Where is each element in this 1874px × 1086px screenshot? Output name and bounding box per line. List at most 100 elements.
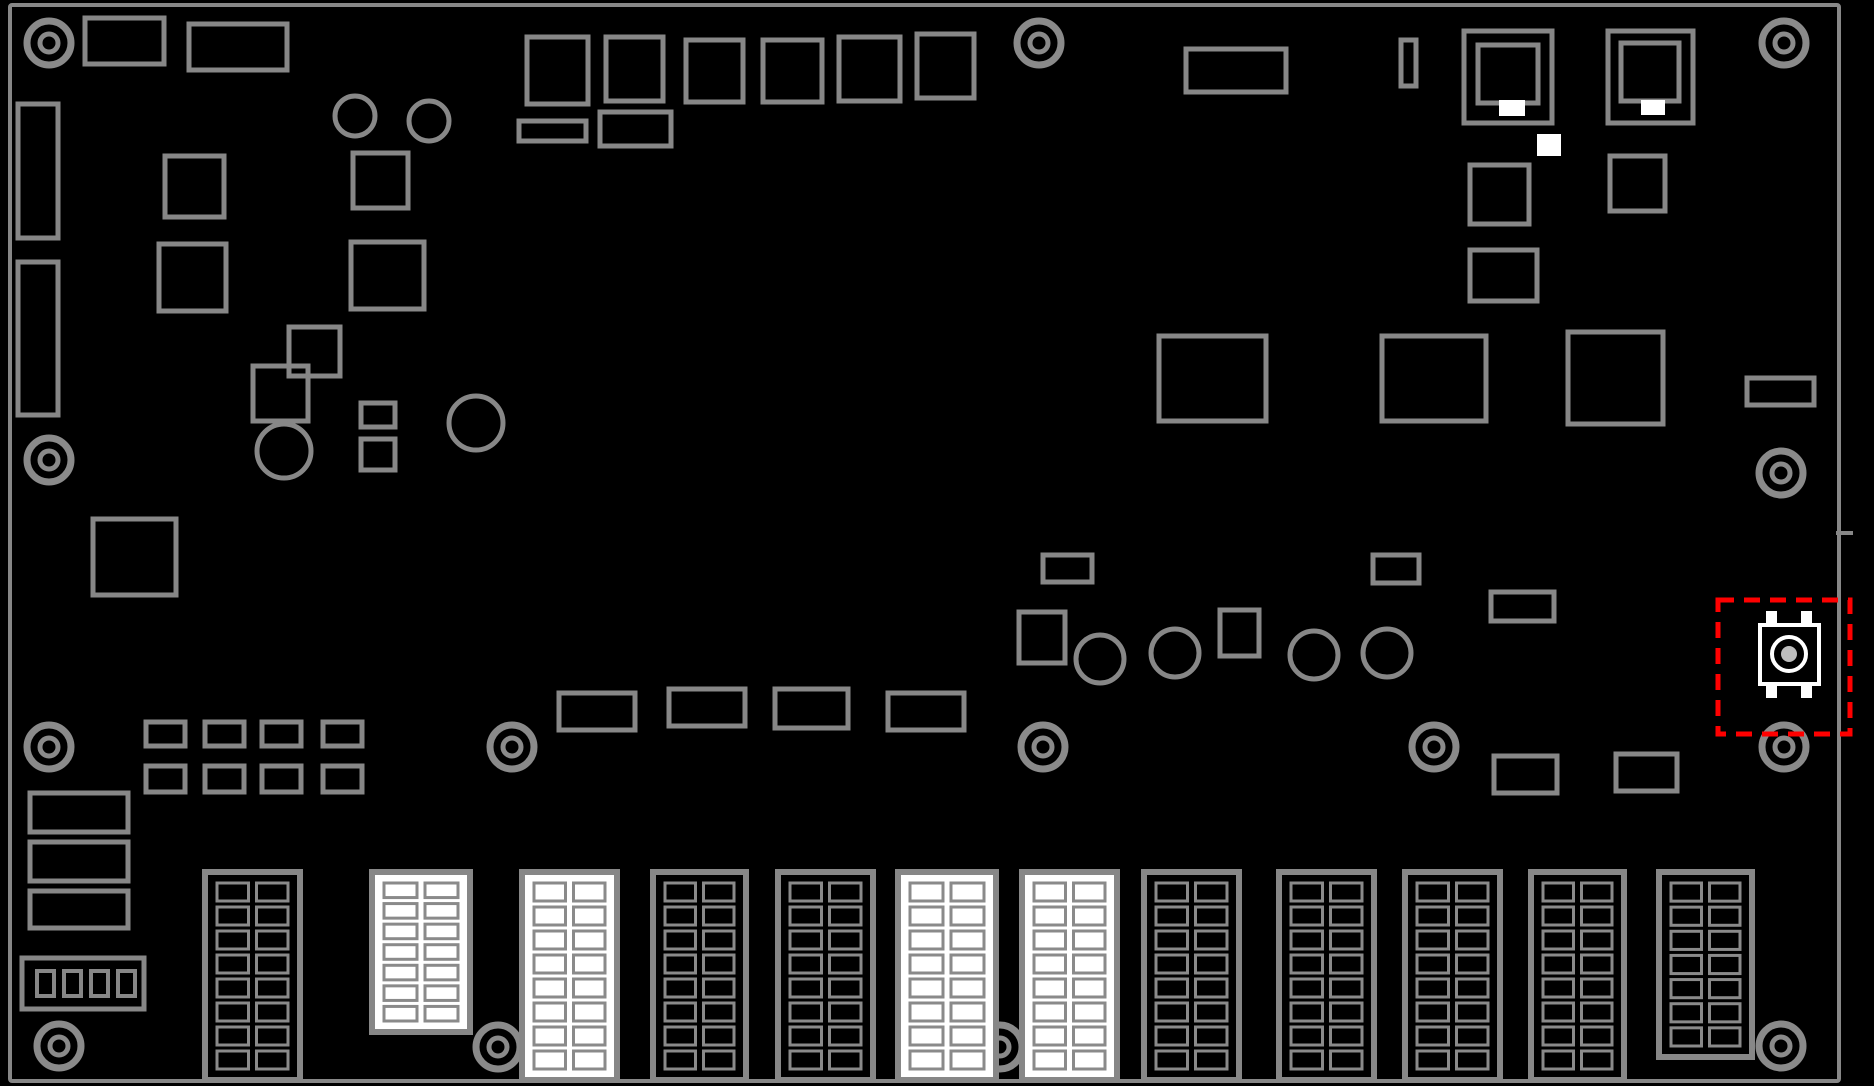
connector-cell [1415, 977, 1450, 999]
mount-hole [1755, 1020, 1807, 1072]
component-rect [1040, 552, 1095, 585]
mount-hole-outer-ring [1755, 447, 1807, 499]
connector-cell [702, 929, 736, 951]
mount-hole-outer-ring [1013, 17, 1065, 69]
connector-cell [788, 953, 823, 975]
connector-block-white [895, 869, 999, 1083]
white-pad [1641, 100, 1665, 115]
connector-cell [382, 943, 419, 961]
connector-cell [382, 922, 419, 941]
connector-cell [215, 977, 250, 999]
connector-cell [572, 881, 607, 903]
mount-hole-inner-ring [47, 1034, 71, 1058]
connector-cell [1329, 953, 1364, 975]
connector-outline [775, 869, 876, 1083]
pin-header-pin [62, 969, 83, 998]
connector-cell [1455, 929, 1490, 951]
connector-cell [908, 953, 945, 975]
component-rect [1744, 375, 1817, 408]
connector-cell [1329, 905, 1364, 927]
connector-cell [949, 977, 986, 999]
component-rect [1467, 162, 1532, 227]
mount-hole [1013, 17, 1065, 69]
connector-cell [1154, 905, 1189, 927]
connector-cell [1329, 977, 1364, 999]
connector-cell [1194, 1049, 1229, 1071]
connector-cell [1154, 881, 1189, 903]
connector-cell [702, 1025, 736, 1047]
connector-cell [1289, 1049, 1324, 1071]
component-rect [320, 719, 365, 749]
connector-cell [663, 1025, 697, 1047]
connector-cell [828, 1049, 863, 1071]
push-button-pin [1801, 611, 1812, 627]
connector-cell [1072, 881, 1107, 903]
white-pad [1499, 100, 1525, 116]
connector-cell [1032, 905, 1067, 927]
connector-cell [532, 1025, 567, 1047]
connector-block [1402, 869, 1503, 1083]
connector-cell [1415, 1001, 1450, 1023]
connector-cell [1708, 1002, 1742, 1024]
connector-cell [788, 977, 823, 999]
connector-cell [1032, 1025, 1067, 1047]
connector-cell [1289, 881, 1324, 903]
component-circle [1287, 628, 1341, 682]
mount-hole-outer-ring [1758, 721, 1810, 773]
connector-cell [663, 953, 697, 975]
mount-hole-outer-ring [486, 721, 538, 773]
connector-cell [1708, 953, 1742, 976]
connector-cell [1541, 1001, 1575, 1023]
connector-cell [908, 1025, 945, 1047]
connector-block [775, 869, 876, 1083]
component-circle [1073, 632, 1127, 686]
connector-block [1276, 869, 1377, 1083]
connector-cell [908, 977, 945, 999]
connector-cell [1329, 1049, 1364, 1071]
connector-cell [532, 977, 567, 999]
connector-cell [663, 905, 697, 927]
connector-cell [215, 953, 250, 975]
connector-cell [1580, 1049, 1614, 1071]
connector-cell [788, 1025, 823, 1047]
connector-cell [1154, 977, 1189, 999]
connector-cell [1580, 1025, 1614, 1047]
component-rect [162, 153, 227, 220]
connector-cell [1032, 977, 1067, 999]
mount-hole-inner-ring [37, 735, 61, 759]
connector-cell [908, 905, 945, 927]
connector-cell [572, 1049, 607, 1071]
connector-cell [215, 1049, 250, 1071]
connector-cell [1154, 1049, 1189, 1071]
connector-block-white [369, 869, 473, 1035]
mount-hole [23, 17, 75, 69]
mount-hole-inner-ring [37, 448, 61, 472]
connector-outline [202, 869, 303, 1083]
component-circle [406, 98, 452, 144]
component-rect [1461, 28, 1555, 126]
connector-cell [1415, 929, 1450, 951]
connector-cell [949, 905, 986, 927]
connector-cell [1455, 977, 1490, 999]
connector-cell [1455, 953, 1490, 975]
component-rect [320, 763, 365, 795]
connector-cell [788, 881, 823, 903]
connector-cell [1541, 1049, 1575, 1071]
connector-cell [423, 881, 460, 900]
component-rect [27, 839, 131, 884]
connector-cell [572, 1025, 607, 1047]
connector-cell [663, 1049, 697, 1071]
connector-cell [1329, 881, 1364, 903]
connector-cell [1072, 1001, 1107, 1023]
mount-hole-inner-ring [1769, 461, 1793, 485]
connector-cell [949, 881, 986, 903]
connector-cell [1072, 1025, 1107, 1047]
connector-cell [1072, 977, 1107, 999]
push-button-ring [1770, 635, 1808, 673]
connector-cell [828, 953, 863, 975]
push-button-pin [1766, 682, 1777, 698]
mount-hole-inner-ring [1422, 735, 1446, 759]
component-rect [358, 436, 398, 473]
connector-cell [1669, 881, 1703, 903]
